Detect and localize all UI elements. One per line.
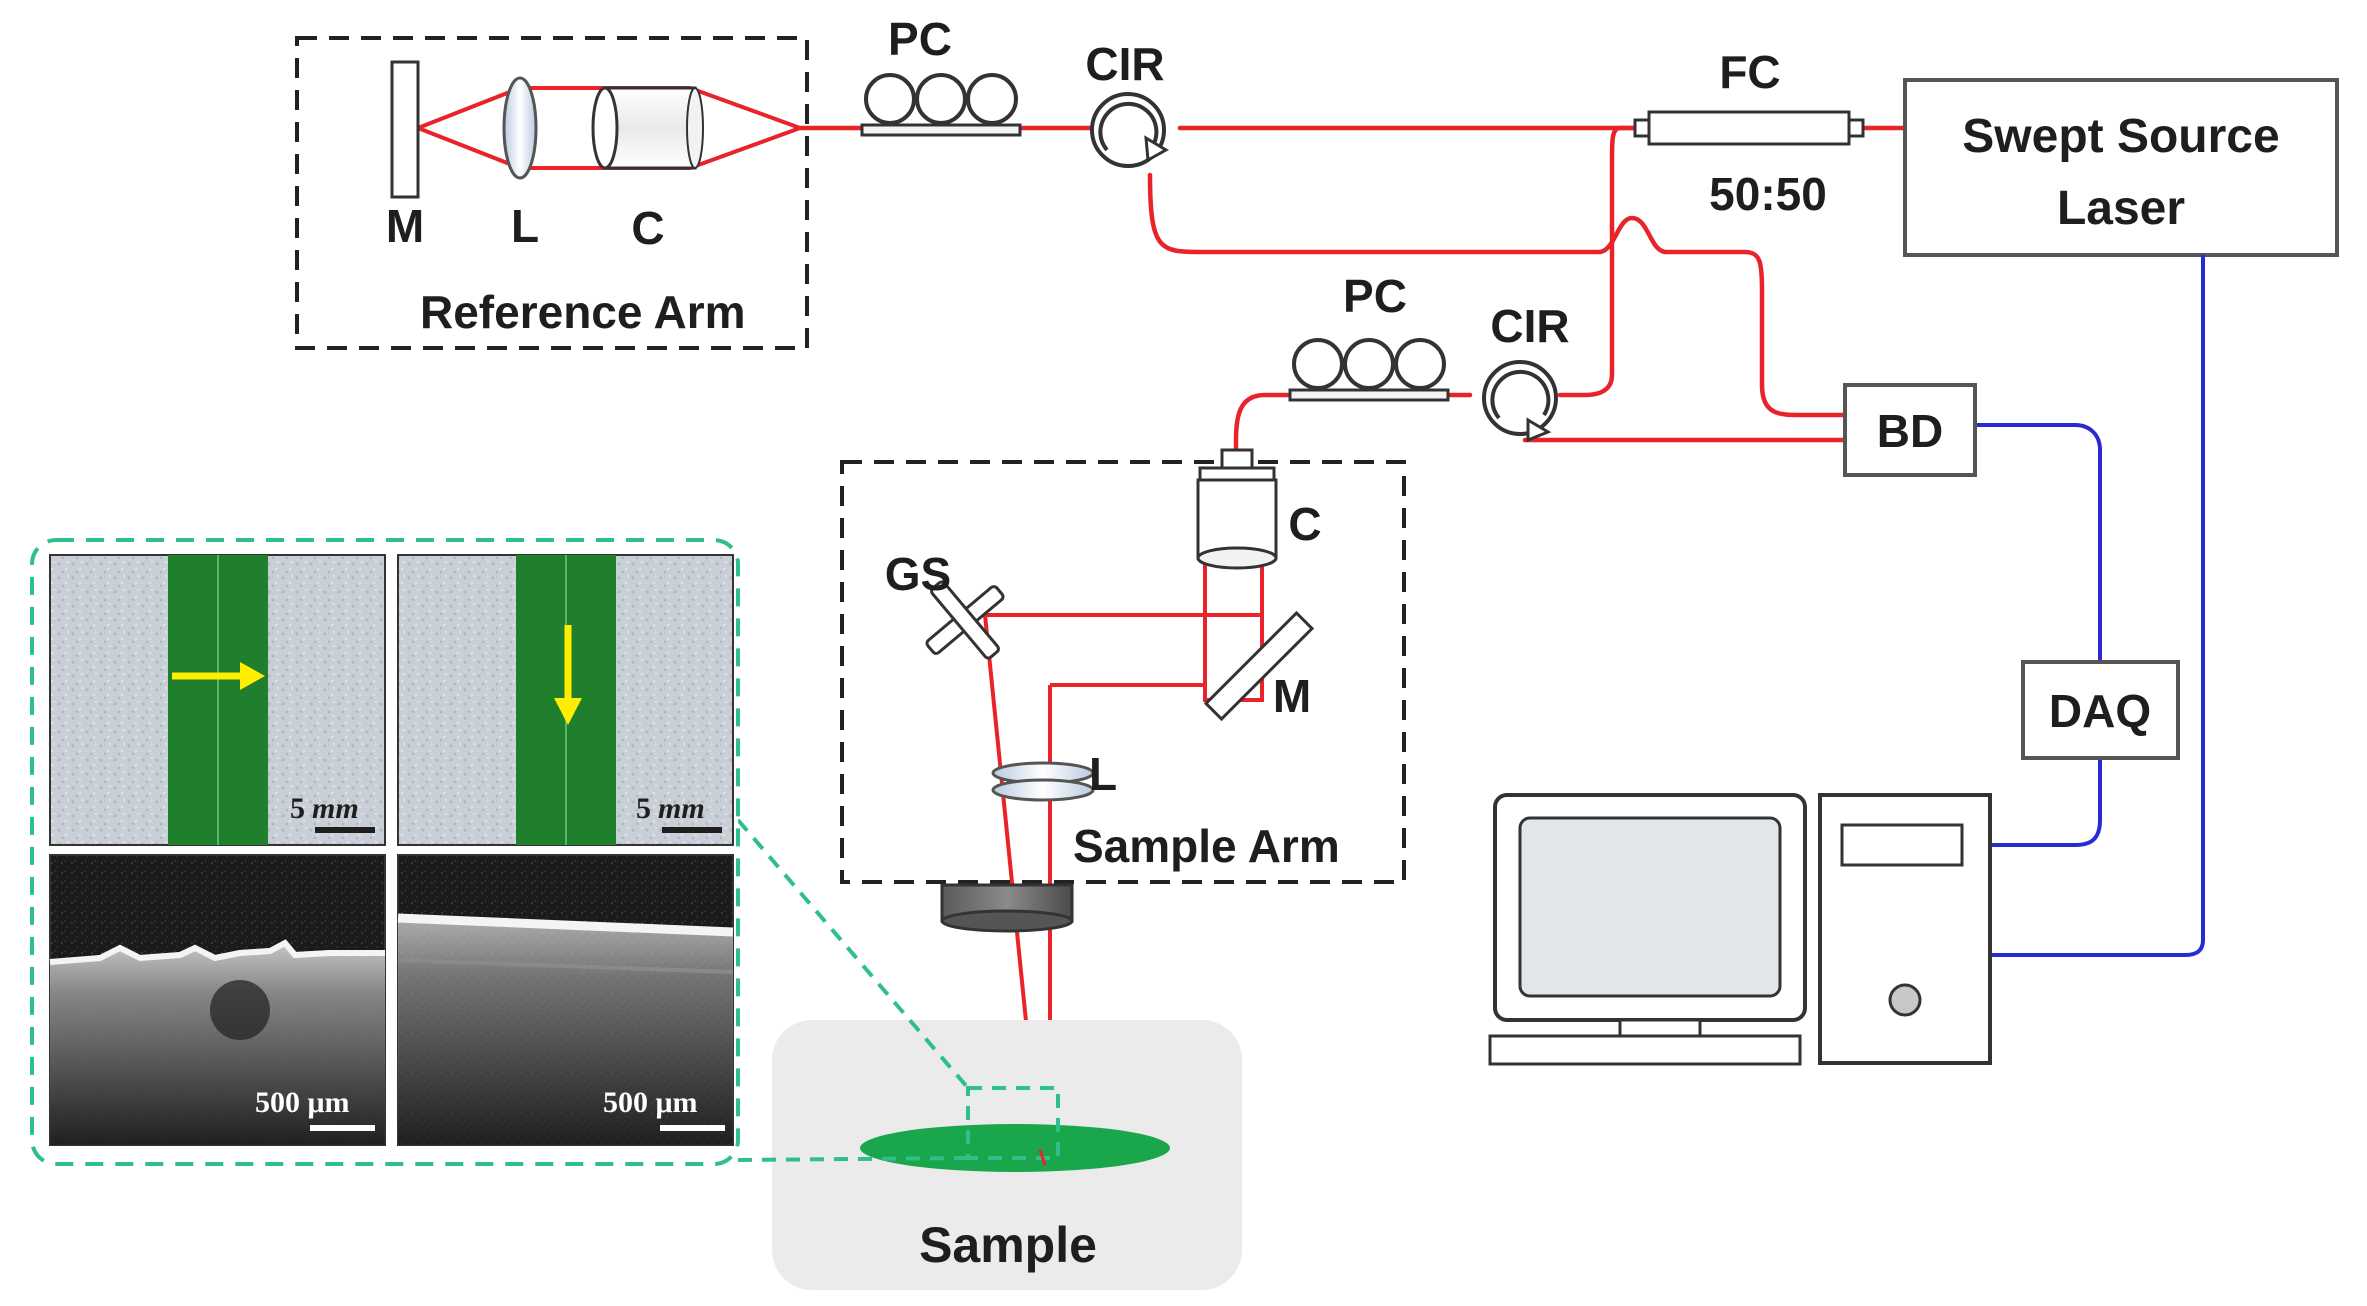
oct-image-bottom-right: 500 μm bbox=[397, 854, 734, 1146]
scale-bottom-right: 500 μm bbox=[603, 1086, 698, 1119]
ref-mirror-label: M bbox=[386, 200, 424, 252]
sample-mirror-label: M bbox=[1273, 670, 1311, 722]
electrical-wires bbox=[1975, 255, 2205, 957]
swept-source-laser-box bbox=[1903, 78, 2339, 257]
optical-fibers bbox=[797, 125, 1908, 455]
galvo-label: GS bbox=[885, 548, 951, 600]
daq-box bbox=[2021, 660, 2180, 760]
ref-collimator-label: C bbox=[631, 202, 664, 254]
daq-label: DAQ bbox=[2049, 685, 2151, 737]
objective-lens bbox=[940, 883, 1074, 933]
polarization-controller-top bbox=[860, 73, 1022, 137]
focus-beam-tip bbox=[1038, 1149, 1047, 1166]
photo-top-left: 5 mm bbox=[49, 554, 386, 846]
sample-collimator-label: C bbox=[1288, 498, 1321, 550]
polarization-controller-sample bbox=[1288, 338, 1450, 402]
scale-bottom-left: 500 μm bbox=[255, 1086, 350, 1119]
fiber-coupler bbox=[1633, 110, 1865, 146]
reference-beam bbox=[417, 86, 801, 170]
inset-connectors bbox=[736, 818, 970, 1162]
pc-sample-label: PC bbox=[1343, 270, 1407, 322]
split-ratio-label: 50:50 bbox=[1709, 168, 1827, 220]
scale-top-left-unit: mm bbox=[312, 792, 359, 825]
sample-lens-label: L bbox=[1089, 748, 1117, 800]
reference-collimator bbox=[591, 86, 704, 170]
bd-label: BD bbox=[1877, 405, 1943, 457]
scan-direction-arrow-horizontal bbox=[240, 662, 265, 690]
reference-arm-box bbox=[295, 36, 809, 350]
ref-lens-label: L bbox=[511, 200, 539, 252]
oct-image-bottom-left: 500 μm bbox=[49, 854, 386, 1146]
balanced-detector-box bbox=[1843, 383, 1977, 477]
fc-label: FC bbox=[1719, 46, 1780, 98]
sample-arm-label: Sample Arm bbox=[1073, 820, 1340, 872]
sample-lens bbox=[991, 761, 1095, 802]
sample-label: Sample bbox=[919, 1217, 1097, 1273]
scan-direction-arrow-vertical bbox=[554, 698, 582, 725]
sample-arm-box bbox=[840, 460, 1406, 884]
laser-label-line1: Swept Source bbox=[1962, 110, 2279, 163]
cir-top-label: CIR bbox=[1085, 38, 1164, 90]
galvo-scanner bbox=[925, 580, 1005, 660]
sample-mirror bbox=[1203, 610, 1315, 722]
sample-specimen bbox=[860, 1124, 1170, 1172]
scale-top-left-num: 5 bbox=[290, 792, 305, 825]
sample-collimator bbox=[1196, 448, 1278, 570]
reference-arm-label: Reference Arm bbox=[420, 286, 746, 338]
circulator-sample bbox=[1482, 360, 1558, 443]
photo-top-right: 5 mm bbox=[397, 554, 734, 846]
reference-lens bbox=[502, 76, 538, 180]
computer-icon bbox=[1488, 793, 1992, 1066]
scale-top-right-unit: mm bbox=[658, 792, 705, 825]
reference-mirror bbox=[390, 60, 420, 199]
laser-label-line2: Laser bbox=[2057, 182, 2185, 235]
pc-top-label: PC bbox=[888, 13, 952, 65]
sample-scan-region bbox=[966, 1086, 1060, 1160]
cir-sample-label: CIR bbox=[1490, 300, 1569, 352]
circulator-top bbox=[1090, 92, 1169, 168]
scale-top-right-num: 5 bbox=[636, 792, 651, 825]
